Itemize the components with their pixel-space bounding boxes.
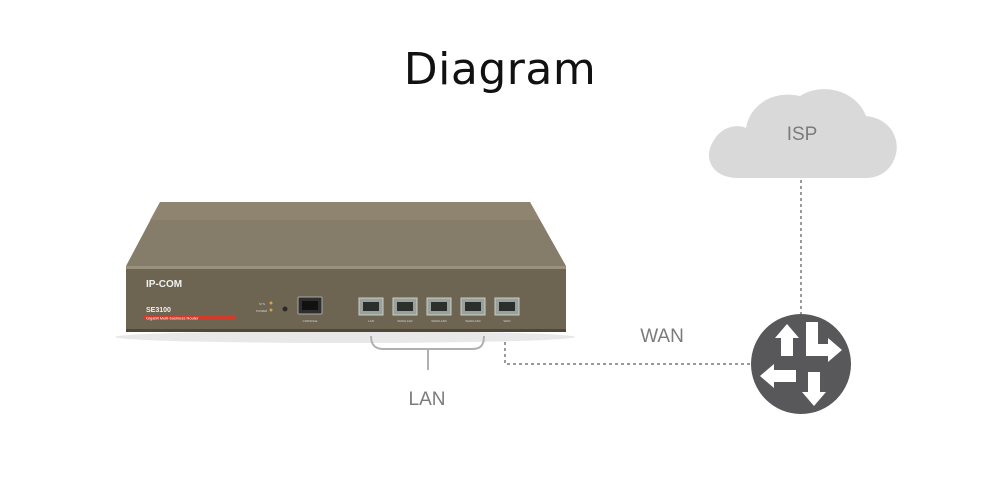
isp-cloud-icon — [708, 89, 897, 178]
port-label: WAN — [504, 319, 511, 323]
port-label: WAN/LAN3 — [431, 319, 447, 323]
router-arrows-icon — [751, 314, 851, 414]
page-title: Diagram — [403, 44, 597, 95]
port-label: LAN — [368, 319, 374, 323]
ethernet-port-icon — [460, 297, 486, 316]
port-group: LAN WAN/LAN2 WAN/LAN3 WAN/LAN4 WAN — [358, 297, 520, 323]
lan-label: LAN — [409, 389, 446, 410]
device-brand: IP-COM — [146, 279, 182, 290]
ethernet-port-icon — [392, 297, 418, 316]
wan-link-line — [504, 336, 752, 365]
led-sys-label: SYS — [259, 302, 265, 306]
ethernet-port-icon — [426, 297, 452, 316]
ethernet-port-icon — [494, 297, 520, 316]
port-label: WAN/LAN2 — [397, 319, 413, 323]
wan-label: WAN — [640, 326, 684, 347]
led-power-label: POWER — [256, 309, 268, 313]
device-subtitle: Gigabit Multi-business Router — [146, 316, 199, 321]
console-label: CONSOLE — [303, 319, 318, 323]
device-model: SE3100 — [146, 307, 171, 314]
isp-label: ISP — [787, 124, 818, 145]
router-device: IP-COM SE3100 Gigabit Multi-business Rou… — [115, 202, 575, 343]
ethernet-port-icon — [358, 297, 384, 316]
port-label: WAN/LAN4 — [465, 319, 481, 323]
